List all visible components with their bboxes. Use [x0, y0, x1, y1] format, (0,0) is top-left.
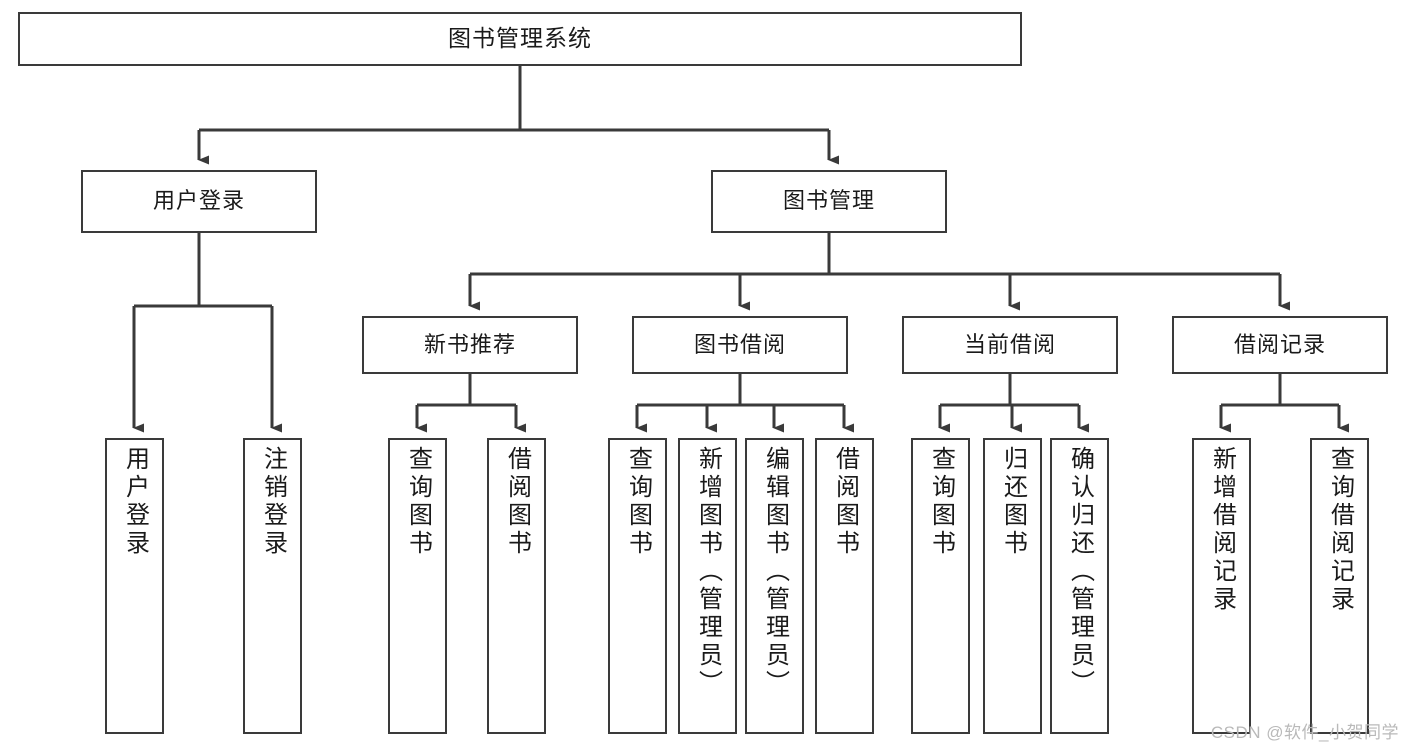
node-leaf-add-record[interactable]: 新增借阅记录 [1192, 438, 1251, 734]
node-leaf-edit-book[interactable]: 编辑图书（管理员） [745, 438, 804, 734]
node-book-manage[interactable]: 图书管理 [711, 170, 947, 233]
node-leaf-add-record-label: 新增借阅记录 [1208, 446, 1236, 614]
node-leaf-query-book[interactable]: 查询图书 [608, 438, 667, 734]
node-leaf-user-login[interactable]: 用户登录 [105, 438, 164, 734]
node-new-book-recommend[interactable]: 新书推荐 [362, 316, 578, 374]
node-leaf-query-book-rec-label: 查询图书 [404, 446, 432, 558]
node-root[interactable]: 图书管理系统 [18, 12, 1022, 66]
node-leaf-query-record[interactable]: 查询借阅记录 [1310, 438, 1369, 734]
node-root-label: 图书管理系统 [448, 25, 592, 52]
node-leaf-borrow-book[interactable]: 借阅图书 [815, 438, 874, 734]
node-leaf-borrow-book-rec-label: 借阅图书 [503, 446, 531, 558]
node-leaf-edit-book-label: 编辑图书（管理员） [761, 446, 789, 698]
node-leaf-user-login-label: 用户登录 [121, 446, 149, 558]
node-leaf-borrow-book-label: 借阅图书 [831, 446, 859, 558]
node-user-login[interactable]: 用户登录 [81, 170, 317, 233]
node-leaf-return-book[interactable]: 归还图书 [983, 438, 1042, 734]
node-book-borrow[interactable]: 图书借阅 [632, 316, 848, 374]
node-leaf-query-book-cur-label: 查询图书 [927, 446, 955, 558]
node-leaf-confirm-return-label: 确认归还（管理员） [1066, 446, 1094, 698]
node-leaf-query-book-cur[interactable]: 查询图书 [911, 438, 970, 734]
node-leaf-return-book-label: 归还图书 [999, 446, 1027, 558]
node-book-borrow-label: 图书借阅 [693, 331, 786, 357]
node-leaf-confirm-return[interactable]: 确认归还（管理员） [1050, 438, 1109, 734]
node-leaf-query-book-label: 查询图书 [624, 446, 652, 558]
node-leaf-query-record-label: 查询借阅记录 [1326, 446, 1354, 614]
node-current-borrow-label: 当前借阅 [963, 331, 1056, 357]
node-book-manage-label: 图书管理 [782, 188, 875, 214]
node-leaf-logout-label: 注销登录 [259, 446, 287, 558]
node-leaf-add-book-label: 新增图书（管理员） [694, 446, 722, 698]
node-current-borrow[interactable]: 当前借阅 [902, 316, 1118, 374]
node-leaf-logout[interactable]: 注销登录 [243, 438, 302, 734]
node-leaf-borrow-book-rec[interactable]: 借阅图书 [487, 438, 546, 734]
csdn-watermark: CSDN @软件_小贺同学 [1210, 723, 1399, 742]
node-new-book-recommend-label: 新书推荐 [423, 331, 516, 357]
node-leaf-add-book[interactable]: 新增图书（管理员） [678, 438, 737, 734]
node-leaf-query-book-rec[interactable]: 查询图书 [388, 438, 447, 734]
node-borrow-record-label: 借阅记录 [1233, 331, 1326, 357]
node-user-login-label: 用户登录 [152, 188, 245, 214]
node-borrow-record[interactable]: 借阅记录 [1172, 316, 1388, 374]
